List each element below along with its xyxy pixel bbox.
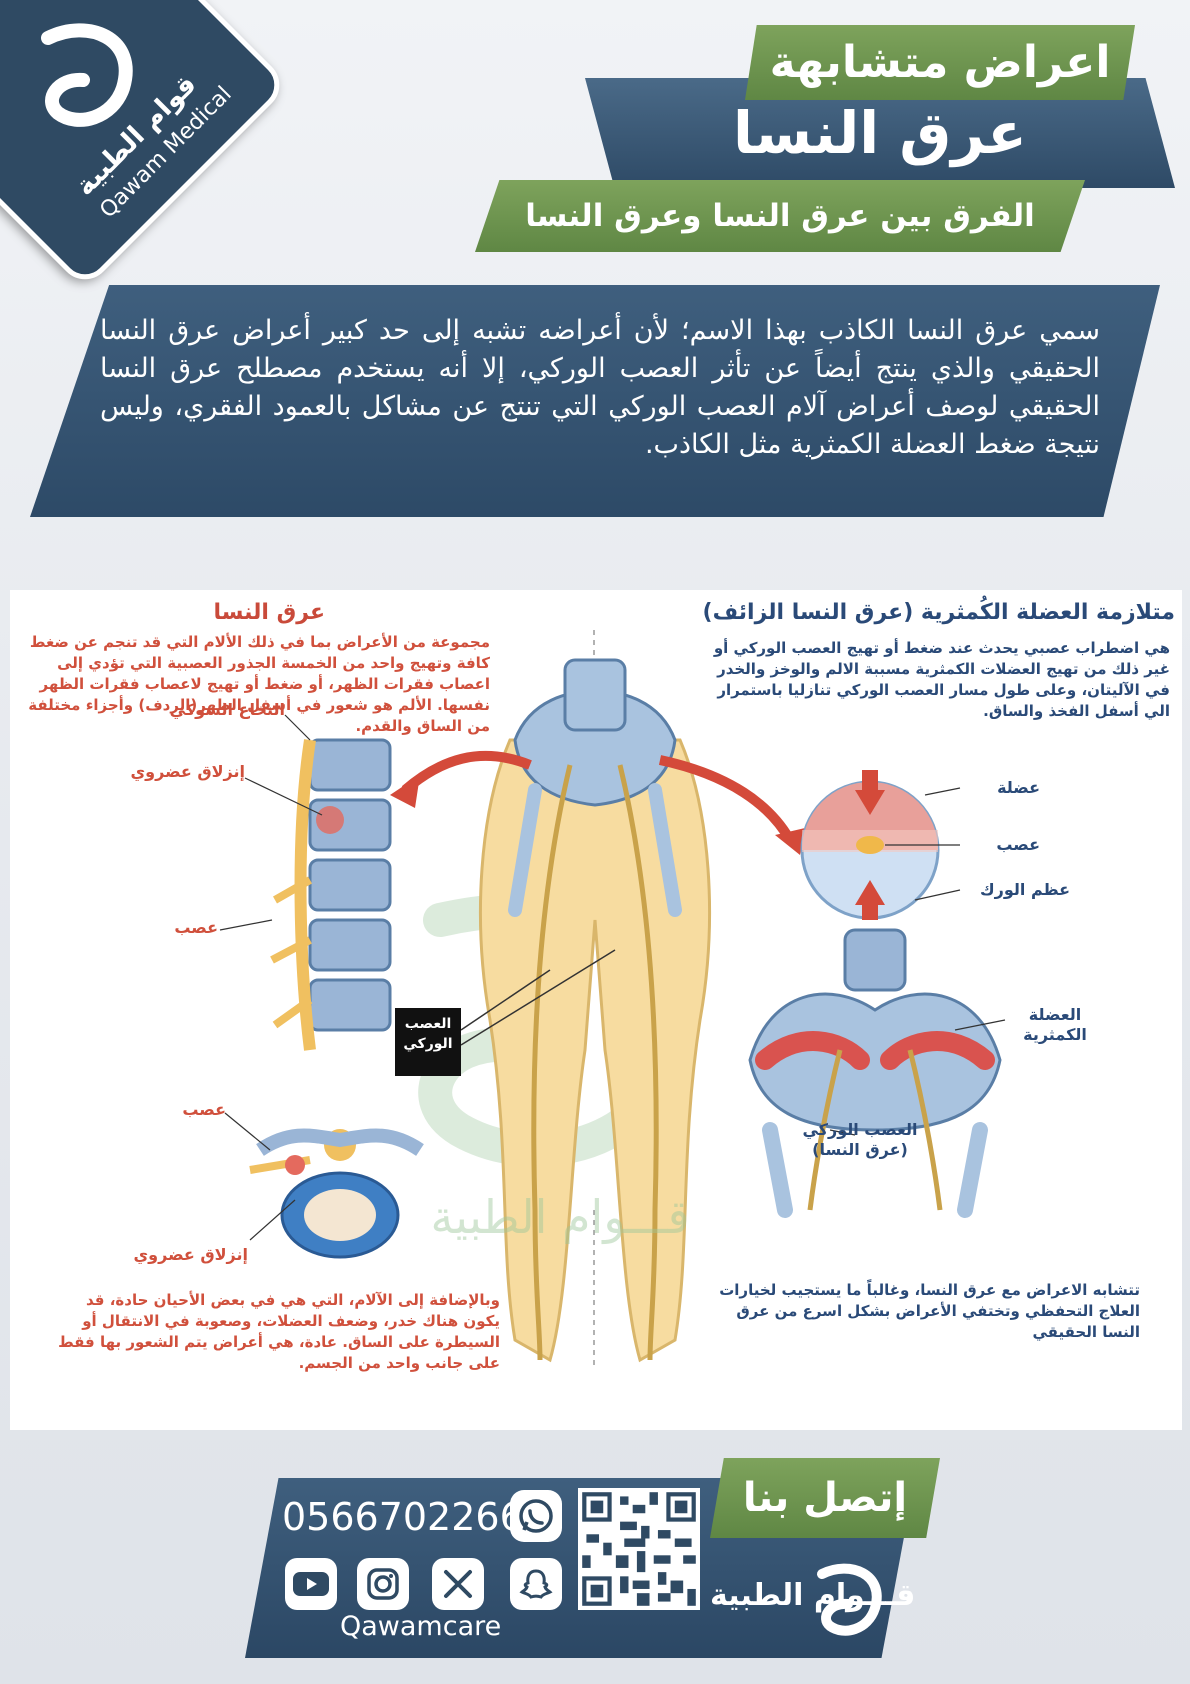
label-sciatic-nerve-right: العصب الوركي (عرق النسا) bbox=[802, 1120, 918, 1159]
contact-logo-mark-icon bbox=[817, 1563, 882, 1636]
vertebra-cross-section bbox=[224, 1112, 424, 1259]
watermark-text: قـــوام الطبية bbox=[430, 1190, 690, 1244]
left-definition: مجموعة من الأعراض بما في ذلك الألام التي… bbox=[28, 633, 490, 735]
label-nerve-2: عصب bbox=[182, 1100, 226, 1119]
whatsapp-icon[interactable] bbox=[510, 1490, 562, 1542]
right-title: متلازمة العضلة الكُمثرية (عرق النسا الزا… bbox=[702, 600, 1175, 625]
instagram-icon[interactable] bbox=[357, 1558, 409, 1610]
series-label: اعراض متشابهة bbox=[745, 25, 1135, 100]
label-disc-herniation: إنزلاق عضروي bbox=[130, 762, 246, 781]
label-hip-bone: عظم الورك bbox=[979, 880, 1070, 899]
phone-number[interactable]: 0566702266 bbox=[282, 1495, 524, 1539]
label-spinal-cord: النخاع الشوكي bbox=[169, 700, 285, 719]
page-subtitle: الفرق بين عرق النسا وعرق النسا الزائف bbox=[475, 180, 1085, 252]
right-definition: هي اضطراب عصبي يحدث عند ضغط أو تهيج العص… bbox=[713, 639, 1170, 720]
label-disc-herniation-2: إنزلاق عضروي bbox=[133, 1245, 249, 1264]
description-text: سمي عرق النسا الكاذب بهذا الاسم؛ لأن أعر… bbox=[100, 315, 1100, 460]
youtube-icon[interactable] bbox=[285, 1558, 337, 1610]
left-additional: وبالإضافة إلى الآلام، التي هي في بعض الأ… bbox=[58, 1291, 500, 1372]
description-panel bbox=[30, 285, 1160, 517]
logo-mark-icon bbox=[41, 23, 133, 127]
qr-code[interactable] bbox=[578, 1488, 700, 1610]
social-handle[interactable]: Qawamcare bbox=[340, 1611, 502, 1642]
left-title: عرق النسا bbox=[213, 600, 325, 625]
anatomy-drawing bbox=[219, 630, 1006, 1370]
pelvis-piriformis bbox=[748, 928, 1006, 1218]
sciatic-nerve-label: العصب الوركي bbox=[395, 1008, 461, 1076]
right-conclusion: تتشابه الاعراض مع عرق النسا، وغالباً ما … bbox=[719, 1281, 1140, 1341]
snapchat-icon[interactable] bbox=[510, 1558, 562, 1610]
label-nerve-right: عصب bbox=[996, 835, 1040, 854]
label-piriformis: العضلة الكمثرية bbox=[1023, 1005, 1087, 1044]
sciatic-nerve-label-text: العصب الوركي bbox=[403, 1016, 453, 1052]
x-icon[interactable] bbox=[432, 1558, 484, 1610]
illustration-panel: عرق النسا مجموعة من الأعراض بما في ذلك ا… bbox=[10, 590, 1182, 1430]
compression-diagram bbox=[800, 770, 961, 920]
label-nerve: عصب bbox=[174, 918, 218, 937]
contact-logo-text: قـــوام الطبية bbox=[710, 1578, 916, 1613]
label-muscle: عضلة bbox=[997, 778, 1040, 797]
contact-label: إتصل بنا bbox=[710, 1458, 940, 1538]
spine-column bbox=[219, 714, 392, 1051]
